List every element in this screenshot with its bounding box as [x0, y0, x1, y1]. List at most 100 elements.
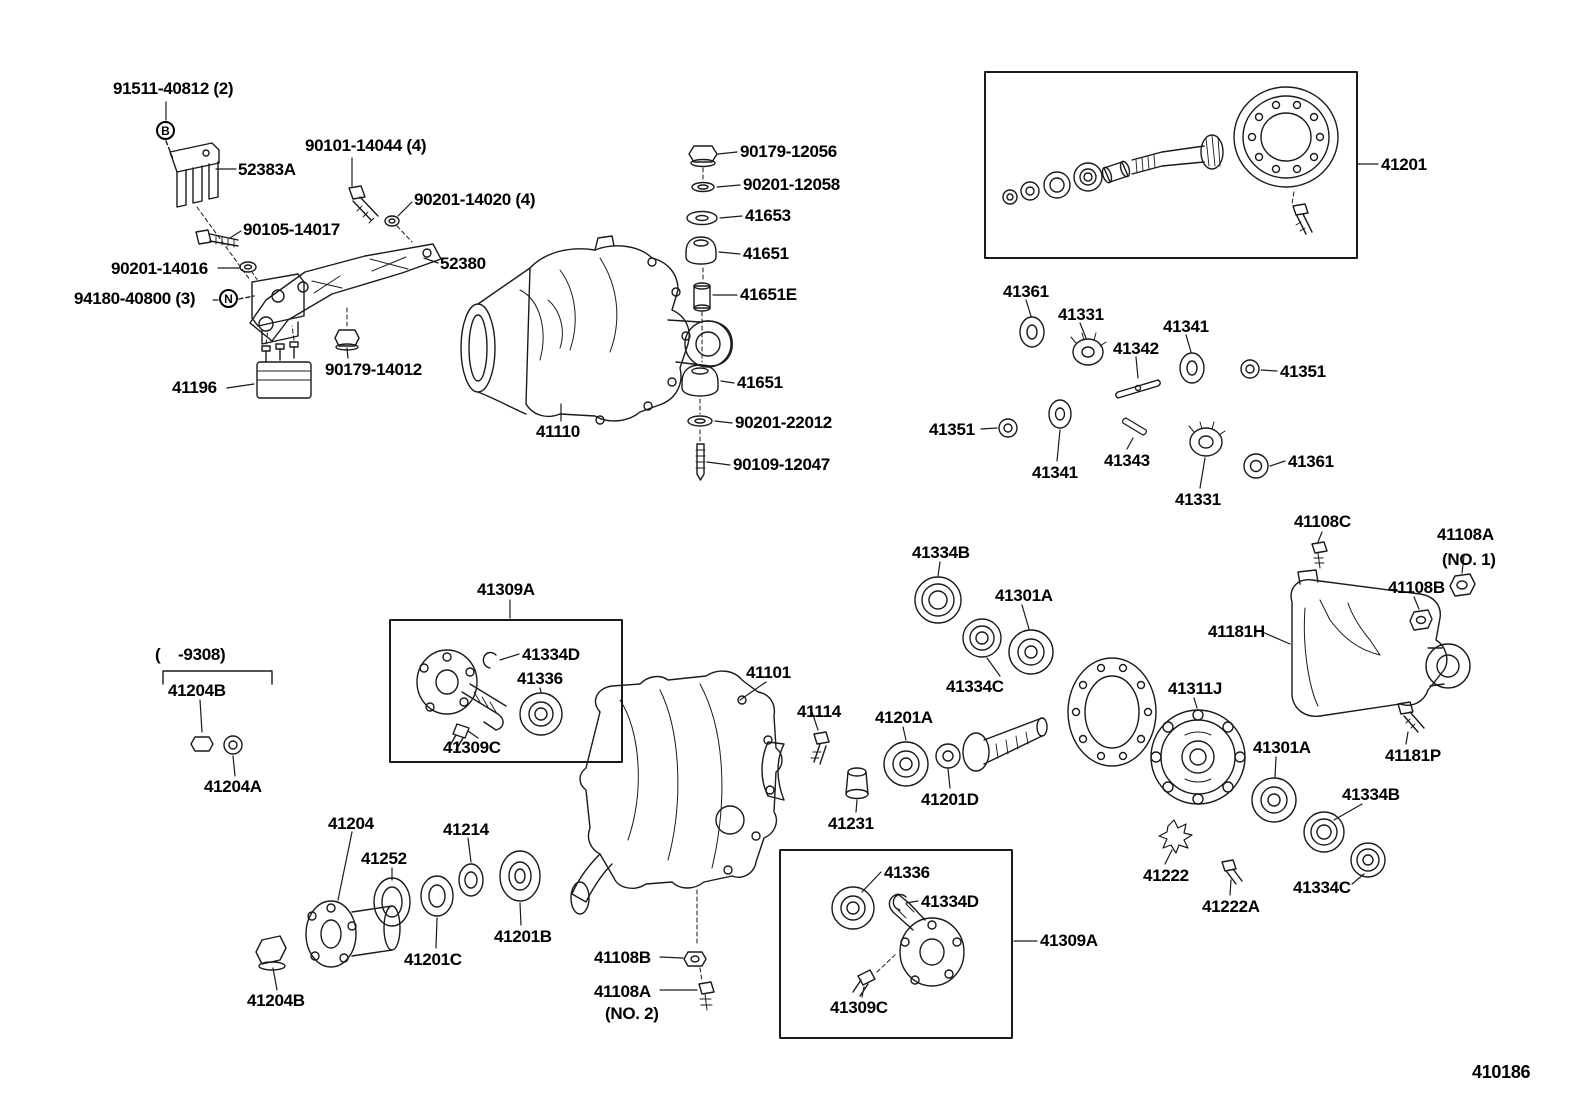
- part-label: 41201D: [921, 790, 979, 809]
- part-label: 41334C: [946, 677, 1004, 696]
- circled-marker-n: N: [219, 289, 238, 308]
- part-label: 41341: [1032, 463, 1078, 482]
- part-label: 41108B: [1388, 578, 1445, 597]
- part-label: 90201-14020 (4): [414, 190, 536, 209]
- part-label: (NO. 1): [1442, 550, 1496, 569]
- part-label: 41110: [536, 422, 580, 441]
- part-label: ( -9308): [155, 645, 226, 664]
- ring-pinion-box: [984, 71, 1358, 259]
- axle-hub-bottom: [831, 886, 965, 997]
- part-label: 41196: [172, 378, 217, 397]
- part-label: 41252: [361, 849, 407, 868]
- ring-gear: [1067, 657, 1157, 767]
- part-label: 41201: [1381, 155, 1427, 174]
- part-label: 41331: [1058, 305, 1104, 324]
- bolt-90105-14017: [195, 229, 239, 248]
- part-label: 41334B: [1342, 785, 1400, 804]
- part-label: 41342: [1113, 339, 1159, 358]
- companion-flange-group: [190, 735, 541, 971]
- cushion-41196: [256, 325, 312, 399]
- seal-41334b-right: [1303, 811, 1345, 853]
- part-label: 41101: [746, 663, 791, 682]
- washer-90201-14016: [239, 261, 259, 282]
- part-label: 41651: [743, 244, 789, 263]
- seal-41334c-left: [962, 618, 1002, 658]
- leader-lines: [165, 101, 1465, 998]
- part-label: 41214: [443, 820, 489, 839]
- part-label: 41114: [797, 702, 841, 721]
- part-label: 41181H: [1208, 622, 1265, 641]
- part-label: 41201C: [404, 950, 462, 969]
- part-label: 41351: [929, 420, 975, 439]
- seal-41334c-right: [1350, 842, 1386, 878]
- part-label: 90109-12047: [733, 455, 830, 474]
- part-label: 41336: [517, 669, 563, 688]
- washer-90201-14020: [384, 215, 413, 243]
- bearing-41301a-right: [1251, 777, 1297, 823]
- part-label: 41204B: [168, 681, 226, 700]
- seal-41334b-left: [914, 576, 962, 624]
- part-label: 90201-22012: [735, 413, 832, 432]
- part-label: (NO. 2): [605, 1004, 659, 1023]
- part-label: 41108A: [594, 982, 651, 1001]
- part-label: 41301A: [1253, 738, 1311, 757]
- part-label: 41231: [828, 814, 874, 833]
- part-label: 91511-40812 (2): [113, 79, 234, 98]
- bearing-41301a-left: [1008, 629, 1054, 675]
- part-label: 41108A: [1437, 525, 1494, 544]
- part-label: 41309C: [443, 738, 501, 757]
- pinion-group: [810, 717, 1048, 800]
- era-bracket: [162, 670, 273, 685]
- part-label: 90101-14044 (4): [305, 136, 427, 155]
- part-label: 41181P: [1385, 746, 1441, 765]
- part-label: 41334B: [912, 543, 970, 562]
- part-label: 41222: [1143, 866, 1189, 885]
- part-label: 41341: [1163, 317, 1209, 336]
- part-label: 94180-40800 (3): [74, 289, 196, 308]
- part-label: 41204: [328, 814, 374, 833]
- part-label: 41334D: [522, 645, 580, 664]
- part-label: 41336: [884, 863, 930, 882]
- part-label: 41331: [1175, 490, 1221, 509]
- part-label: 90179-14012: [325, 360, 422, 379]
- axle-hub-top: [416, 649, 563, 751]
- part-label: 90179-12056: [740, 142, 837, 161]
- part-label: 41361: [1288, 452, 1334, 471]
- nut-41108b-right: [1409, 609, 1433, 631]
- part-label: 41651E: [740, 285, 797, 304]
- bolt-41108c: [1311, 541, 1328, 569]
- diff-carrier-41110: [460, 235, 733, 425]
- part-label: 41361: [1003, 282, 1049, 301]
- part-label: 90201-12058: [743, 175, 840, 194]
- circled-marker-b: B: [156, 121, 175, 140]
- support-arm-52380: [238, 243, 442, 345]
- axle-hub-box-top: [389, 619, 623, 763]
- part-label: 41301A: [995, 586, 1053, 605]
- part-label: 52383A: [238, 160, 296, 179]
- diff-case-41311j: [1150, 709, 1246, 805]
- extension-housing-41101: [570, 670, 785, 982]
- nut-90179-14012: [334, 304, 360, 351]
- bottom-center-fasteners: [683, 951, 715, 1011]
- mount-stack: [681, 145, 719, 481]
- part-label: 41334D: [921, 892, 979, 911]
- part-label: 41653: [745, 206, 791, 225]
- part-label: 41201B: [494, 927, 552, 946]
- part-label: 41311J: [1168, 679, 1222, 698]
- part-label: 41201A: [875, 708, 933, 727]
- part-label: 41351: [1280, 362, 1326, 381]
- part-label: 90201-14016: [111, 259, 208, 278]
- axle-hub-box-bottom: [779, 849, 1013, 1039]
- ring-pinion-kit: [1002, 86, 1339, 235]
- part-label: 41108B: [594, 948, 651, 967]
- nut-41108a-no1: [1449, 573, 1476, 597]
- part-label: 41651: [737, 373, 783, 392]
- part-label: 41108C: [1294, 512, 1351, 531]
- part-label: 41343: [1104, 451, 1150, 470]
- part-label: 41204B: [247, 991, 305, 1010]
- part-label: 41222A: [1202, 897, 1260, 916]
- part-label: 41334C: [1293, 878, 1351, 897]
- part-label: 41309A: [1040, 931, 1098, 950]
